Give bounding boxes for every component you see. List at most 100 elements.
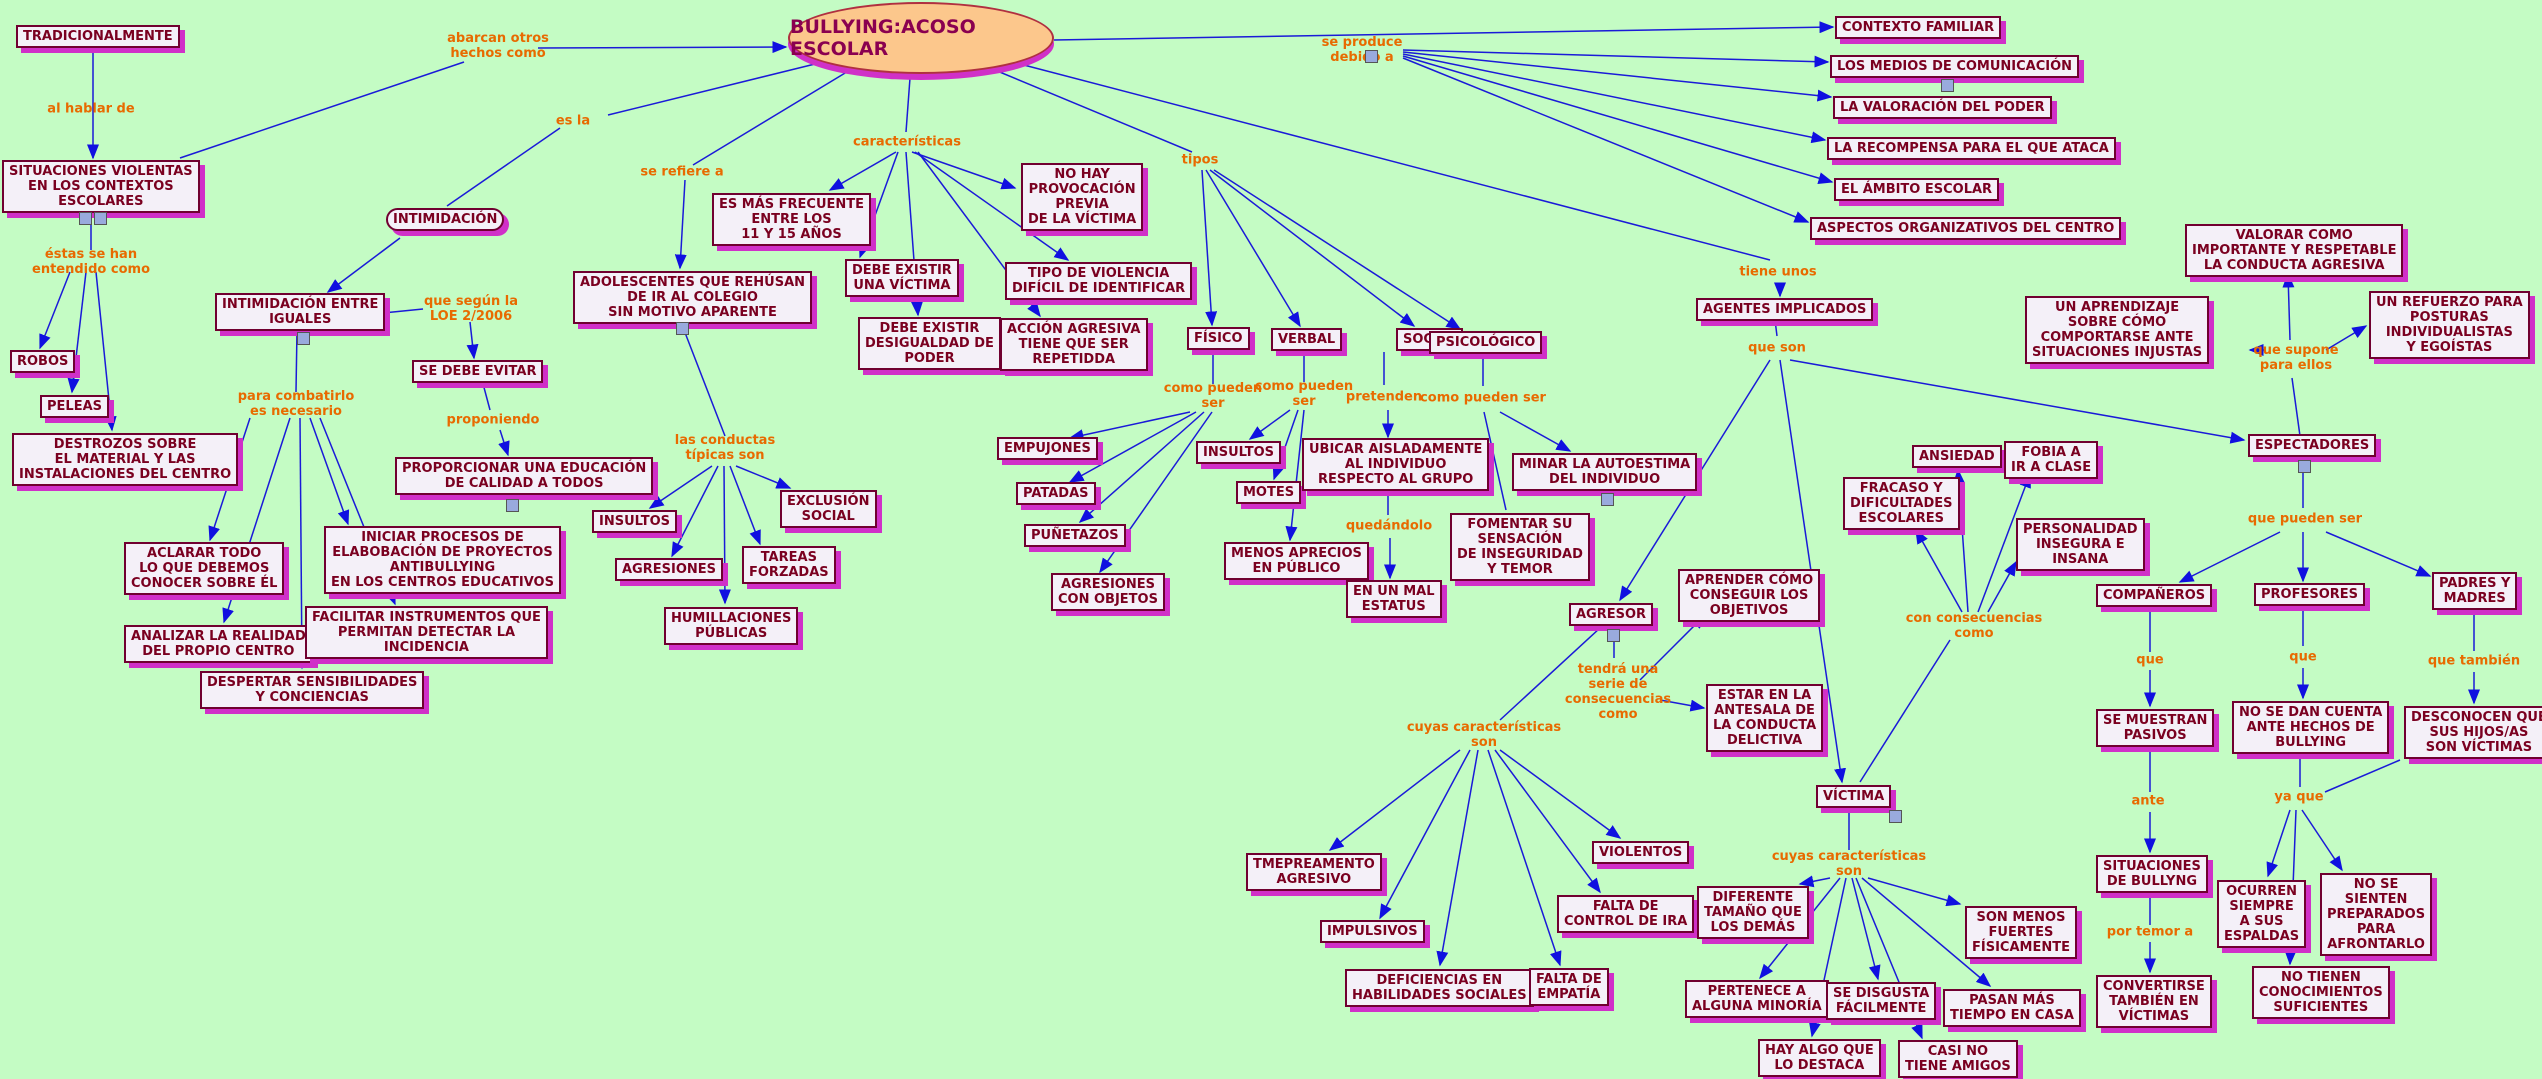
node-agentes[interactable]: AGENTES IMPLICADOS — [1696, 298, 1874, 321]
node-patadas[interactable]: PATADAS — [1016, 482, 1096, 505]
node-tradicionalmente[interactable]: TRADICIONALMENTE — [16, 25, 180, 48]
node-agresor[interactable]: AGRESOR — [1569, 603, 1654, 626]
node-impulsivos[interactable]: IMPULSIVOS — [1320, 920, 1425, 943]
root-node[interactable]: BULLYING:ACOSO ESCOLAR — [788, 2, 1054, 74]
node-punetazos[interactable]: PUÑETAZOS — [1024, 524, 1126, 547]
node-no-dan-cuenta[interactable]: NO SE DAN CUENTA ANTE HECHOS DE BULLYING — [2232, 701, 2390, 754]
node-mal-estatus[interactable]: EN UN MAL ESTATUS — [1346, 580, 1442, 618]
node-desconocen[interactable]: DESCONOCEN QUE SUS HIJOS/AS SON VÍCTIMAS — [2404, 706, 2542, 759]
node-se-debe-evitar[interactable]: SE DEBE EVITAR — [412, 360, 544, 383]
attachment-icon[interactable] — [1600, 489, 1615, 508]
node-ansiedad[interactable]: ANSIEDAD — [1912, 445, 2002, 468]
node-frecuente[interactable]: ES MÁS FRECUENTE ENTRE LOS 11 Y 15 AÑOS — [712, 193, 872, 246]
node-diferente[interactable]: DIFERENTE TAMAÑO QUE LOS DEMÁS — [1697, 886, 1809, 939]
node-casi-amigos[interactable]: CASI NO TIENE AMIGOS — [1898, 1040, 2018, 1078]
node-robos[interactable]: ROBOS — [10, 350, 76, 373]
node-minoria[interactable]: PERTENECE A ALGUNA MINORÍA — [1685, 980, 1829, 1018]
attachment-icon[interactable] — [1888, 806, 1903, 825]
node-insultos1[interactable]: INSULTOS — [592, 510, 678, 533]
node-destrozos[interactable]: DESTROZOS SOBRE EL MATERIAL Y LAS INSTAL… — [12, 433, 239, 486]
node-minar[interactable]: MINAR LA AUTOESTIMA DEL INDIVIDUO — [1512, 453, 1698, 491]
connector-line — [2266, 809, 2291, 878]
node-intimidacion[interactable]: INTIMIDACIÓN — [386, 208, 505, 231]
node-medios[interactable]: LOS MEDIOS DE COMUNICACIÓN — [1830, 55, 2080, 78]
node-no-provocacion[interactable]: NO HAY PROVOCACIÓN PREVIA DE LA VÍCTIMA — [1021, 163, 1144, 231]
node-fomentar[interactable]: FOMENTAR SU SENSACIÓN DE INSEGURIDAD Y T… — [1450, 513, 1590, 581]
node-personalidad[interactable]: PERSONALIDAD INSEGURA E INSANA — [2016, 518, 2145, 571]
node-ira[interactable]: FALTA DE CONTROL DE IRA — [1557, 895, 1695, 933]
node-verbal[interactable]: VERBAL — [1271, 328, 1343, 351]
node-valoracion[interactable]: LA VALORACIÓN DEL PODER — [1833, 96, 2052, 119]
node-deficiencias[interactable]: DEFICIENCIAS EN HABILIDADES SOCIALES — [1345, 969, 1534, 1007]
node-situaciones-bullying[interactable]: SITUACIONES DE BULLYNG — [2096, 855, 2208, 893]
connector-line — [648, 465, 713, 509]
node-intimidacion-iguales[interactable]: INTIMIDACIÓN ENTRE IGUALES — [215, 293, 386, 331]
node-empatia[interactable]: FALTA DE EMPATÍA — [1529, 968, 1609, 1006]
node-menos-aprecios[interactable]: MENOS APRECIOS EN PÚBLICO — [1224, 542, 1369, 580]
node-recompensa[interactable]: LA RECOMPENSA PARA EL QUE ATACA — [1827, 137, 2116, 160]
connector-line — [1099, 411, 1213, 574]
node-fisico[interactable]: FÍSICO — [1187, 327, 1250, 350]
attachment-icon[interactable] — [2297, 456, 2312, 475]
node-aclarar[interactable]: ACLARAR TODO LO QUE DEBEMOS CONOCER SOBR… — [124, 542, 285, 595]
attachment-icon[interactable] — [675, 318, 690, 337]
attachment-icon[interactable] — [505, 495, 520, 514]
node-tipo-violencia[interactable]: TIPO DE VIOLENCIA DIFÍCIL DE IDENTIFICAR — [1005, 262, 1193, 300]
attachment-icon[interactable] — [1940, 75, 1955, 94]
node-menos-fuertes[interactable]: SON MENOS FUERTES FÍSICAMENTE — [1965, 906, 2077, 959]
node-peleas[interactable]: PELEAS — [40, 395, 109, 418]
attachment-icon[interactable] — [1606, 625, 1621, 644]
node-agresiones[interactable]: AGRESIONES — [615, 558, 723, 581]
node-disgusta[interactable]: SE DISGUSTA FÁCILMENTE — [1826, 982, 1937, 1020]
node-ocurren[interactable]: OCURREN SIEMPRE A SUS ESPALDAS — [2217, 880, 2307, 948]
node-fobia[interactable]: FOBIA A IR A CLASE — [2004, 441, 2099, 479]
node-violentos[interactable]: VIOLENTOS — [1592, 841, 1690, 864]
node-ubicar[interactable]: UBICAR AISLADAMENTE AL INDIVIDUO RESPECT… — [1302, 438, 1490, 491]
node-padres[interactable]: PADRES Y MADRES — [2432, 572, 2518, 610]
node-refuerzo[interactable]: UN REFUERZO PARA POSTURAS INDIVIDUALISTA… — [2369, 291, 2530, 359]
node-ambito[interactable]: EL ÁMBITO ESCOLAR — [1834, 178, 2000, 201]
connector-line — [1851, 877, 1881, 981]
node-aprender[interactable]: APRENDER CÓMO CONSEGUIR LOS OBJETIVOS — [1678, 569, 1821, 622]
node-tmepreamento[interactable]: TMEPREAMENTO AGRESIVO — [1246, 853, 1382, 891]
node-tareas[interactable]: TAREAS FORZADAS — [742, 546, 836, 584]
node-espectadores[interactable]: ESPECTADORES — [2248, 434, 2377, 457]
node-fracaso[interactable]: FRACASO Y DIFICULTADES ESCOLARES — [1843, 477, 1960, 530]
node-victima-existir[interactable]: DEBE EXISTIR UNA VÍCTIMA — [845, 259, 959, 297]
node-psicologico[interactable]: PSICOLÓGICO — [1429, 331, 1543, 354]
node-situaciones[interactable]: SITUACIONES VIOLENTAS EN LOS CONTEXTOS E… — [2, 160, 200, 213]
node-profesores[interactable]: PROFESORES — [2254, 583, 2366, 606]
node-antesala[interactable]: ESTAR EN LA ANTESALA DE LA CONDUCTA DELI… — [1706, 684, 1824, 752]
node-despertar[interactable]: DESPERTAR SENSIBILIDADES Y CONCIENCIAS — [200, 671, 425, 709]
node-desigualdad[interactable]: DEBE EXISTIR DESIGUALDAD DE PODER — [858, 317, 1001, 370]
node-victima[interactable]: VÍCTIMA — [1816, 785, 1892, 808]
node-mas-tiempo[interactable]: PASAN MÁS TIEMPO EN CASA — [1943, 989, 2081, 1027]
node-adolescentes[interactable]: ADOLESCENTES QUE REHÚSAN DE IR AL COLEGI… — [573, 271, 813, 324]
node-proporcionar[interactable]: PROPORCIONAR UNA EDUCACIÓN DE CALIDAD A … — [395, 457, 654, 495]
attachment-icon[interactable] — [78, 208, 108, 227]
node-no-conocimientos[interactable]: NO TIENEN CONOCIMIENTOS SUFICIENTES — [2252, 966, 2390, 1019]
node-accion-agresiva[interactable]: ACCIÓN AGRESIVA TIENE QUE SER REPETIDDA — [1000, 318, 1148, 371]
node-agresiones-objetos[interactable]: AGRESIONES CON OBJETOS — [1051, 573, 1165, 611]
node-aspectos[interactable]: ASPECTOS ORGANIZATIVOS DEL CENTRO — [1810, 217, 2122, 240]
connector-line — [382, 308, 424, 314]
attachment-icon[interactable] — [296, 328, 311, 347]
node-hay-algo[interactable]: HAY ALGO QUE LO DESTACA — [1758, 1039, 1881, 1077]
node-iniciar[interactable]: INICIAR PROCESOS DE ELABOBACIÓN DE PROYE… — [324, 526, 561, 594]
node-humillaciones[interactable]: HUMILLACIONES PÚBLICAS — [664, 607, 799, 645]
node-empujones[interactable]: EMPUJONES — [997, 437, 1098, 460]
node-motes[interactable]: MOTES — [1236, 481, 1302, 504]
node-pasivos[interactable]: SE MUESTRAN PASIVOS — [2096, 709, 2215, 747]
node-valorar[interactable]: VALORAR COMO IMPORTANTE Y RESPETABLE LA … — [2185, 224, 2404, 277]
node-insultos2[interactable]: INSULTOS — [1196, 441, 1282, 464]
node-companeros[interactable]: COMPAÑEROS — [2096, 584, 2213, 607]
node-exclusion[interactable]: EXCLUSIÓN SOCIAL — [780, 490, 877, 528]
node-contexto[interactable]: CONTEXTO FAMILIAR — [1835, 16, 2002, 39]
node-facilitar[interactable]: FACILITAR INSTRUMENTOS QUE PERMITAN DETE… — [305, 606, 548, 659]
attachment-icon[interactable] — [1364, 46, 1379, 65]
connector-line — [39, 271, 71, 350]
node-aprendizaje[interactable]: UN APRENDIZAJE SOBRE CÓMO COMPORTARSE AN… — [2025, 296, 2210, 364]
node-analizar[interactable]: ANALIZAR LA REALIDAD DEL PROPIO CENTRO — [124, 625, 313, 663]
node-convertirse[interactable]: CONVERTIRSE TAMBIÉN EN VÍCTIMAS — [2096, 975, 2212, 1028]
node-no-preparados[interactable]: NO SE SIENTEN PREPARADOS PARA AFRONTARLO — [2320, 873, 2433, 956]
